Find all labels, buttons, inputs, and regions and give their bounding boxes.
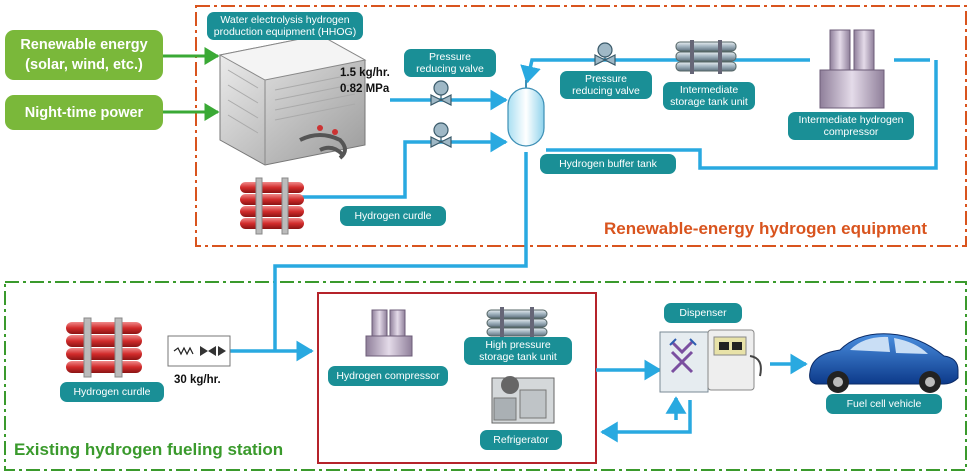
hp-tank-label: High pressure storage tank unit — [464, 337, 572, 365]
renewable-energy-label: Renewable energy (solar, wind, etc.) — [5, 30, 163, 80]
valve-1-icon — [430, 80, 452, 106]
vehicle-label: Fuel cell vehicle — [826, 394, 942, 414]
flow-rate-text: 1.5 kg/hr. — [340, 67, 390, 79]
hhog-label: Water electrolysis hydrogen production e… — [207, 12, 363, 40]
curdle-bottom-icon — [66, 317, 142, 378]
renewable-section-title: Renewable-energy hydrogen equipment — [604, 219, 928, 238]
curdle-top-label: Hydrogen curdle — [340, 206, 446, 226]
valve-3-icon — [594, 42, 616, 66]
flow-30-text: 30 kg/hr. — [174, 374, 221, 386]
hp-tank-icon — [486, 307, 548, 339]
refrigerator-label: Refrigerator — [480, 430, 562, 450]
buffer-tank-icon — [507, 80, 545, 147]
hhog-unit — [218, 34, 367, 166]
buffer-tank-label: Hydrogen buffer tank — [540, 154, 676, 174]
prv-1-label: Pressure reducing valve — [404, 49, 496, 77]
flow-regulator-icon — [167, 335, 231, 367]
refrigerator-icon — [491, 376, 555, 424]
compressor-group-frame — [317, 292, 597, 464]
station-compressor-icon — [365, 309, 413, 357]
dispenser-icon — [659, 329, 762, 393]
intermediate-tank-label: Intermediate storage tank unit — [663, 82, 755, 110]
intermediate-compressor-icon — [819, 29, 885, 109]
vehicle-icon — [809, 333, 959, 393]
dispenser-label: Dispenser — [664, 303, 742, 323]
intermediate-compressor-label: Intermediate hydrogen compressor — [788, 112, 914, 140]
prv-2-label: Pressure reducing valve — [560, 71, 652, 99]
curdle-bottom-label: Hydrogen curdle — [60, 382, 164, 402]
renewable-section-frame — [195, 5, 967, 247]
intermediate-tank-icon — [675, 40, 737, 74]
station-section-frame — [4, 281, 967, 471]
night-time-power-label: Night-time power — [5, 95, 163, 130]
station-section-title: Existing hydrogen fueling station — [14, 440, 284, 459]
valve-2-icon — [430, 122, 452, 148]
station-compressor-label: Hydrogen compressor — [328, 366, 448, 386]
curdle-top-icon — [240, 177, 304, 235]
pressure-text: 0.82 MPa — [340, 83, 390, 95]
